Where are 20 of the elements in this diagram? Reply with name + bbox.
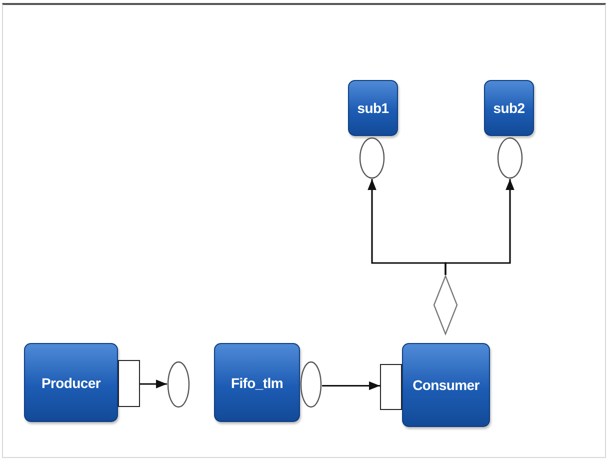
component-box [402,343,490,427]
export-circle [300,361,322,408]
component-name: sub2 [493,100,525,116]
component-name: Fifo_tlm [230,374,284,390]
component-name: Consumer [412,377,480,393]
component-box [348,80,398,136]
component-box [24,343,118,422]
export-diamond [433,275,458,335]
port-square [380,364,402,410]
export-circle [359,137,385,179]
export-circle [497,137,523,179]
component-name: Producer [41,374,101,390]
arrow [140,380,167,388]
arrow [444,179,514,275]
port-square [118,360,140,407]
export-circle [167,361,190,408]
component-box [214,343,300,422]
component-name: sub1 [357,100,389,116]
arrow [322,381,380,390]
component-box [484,80,534,136]
